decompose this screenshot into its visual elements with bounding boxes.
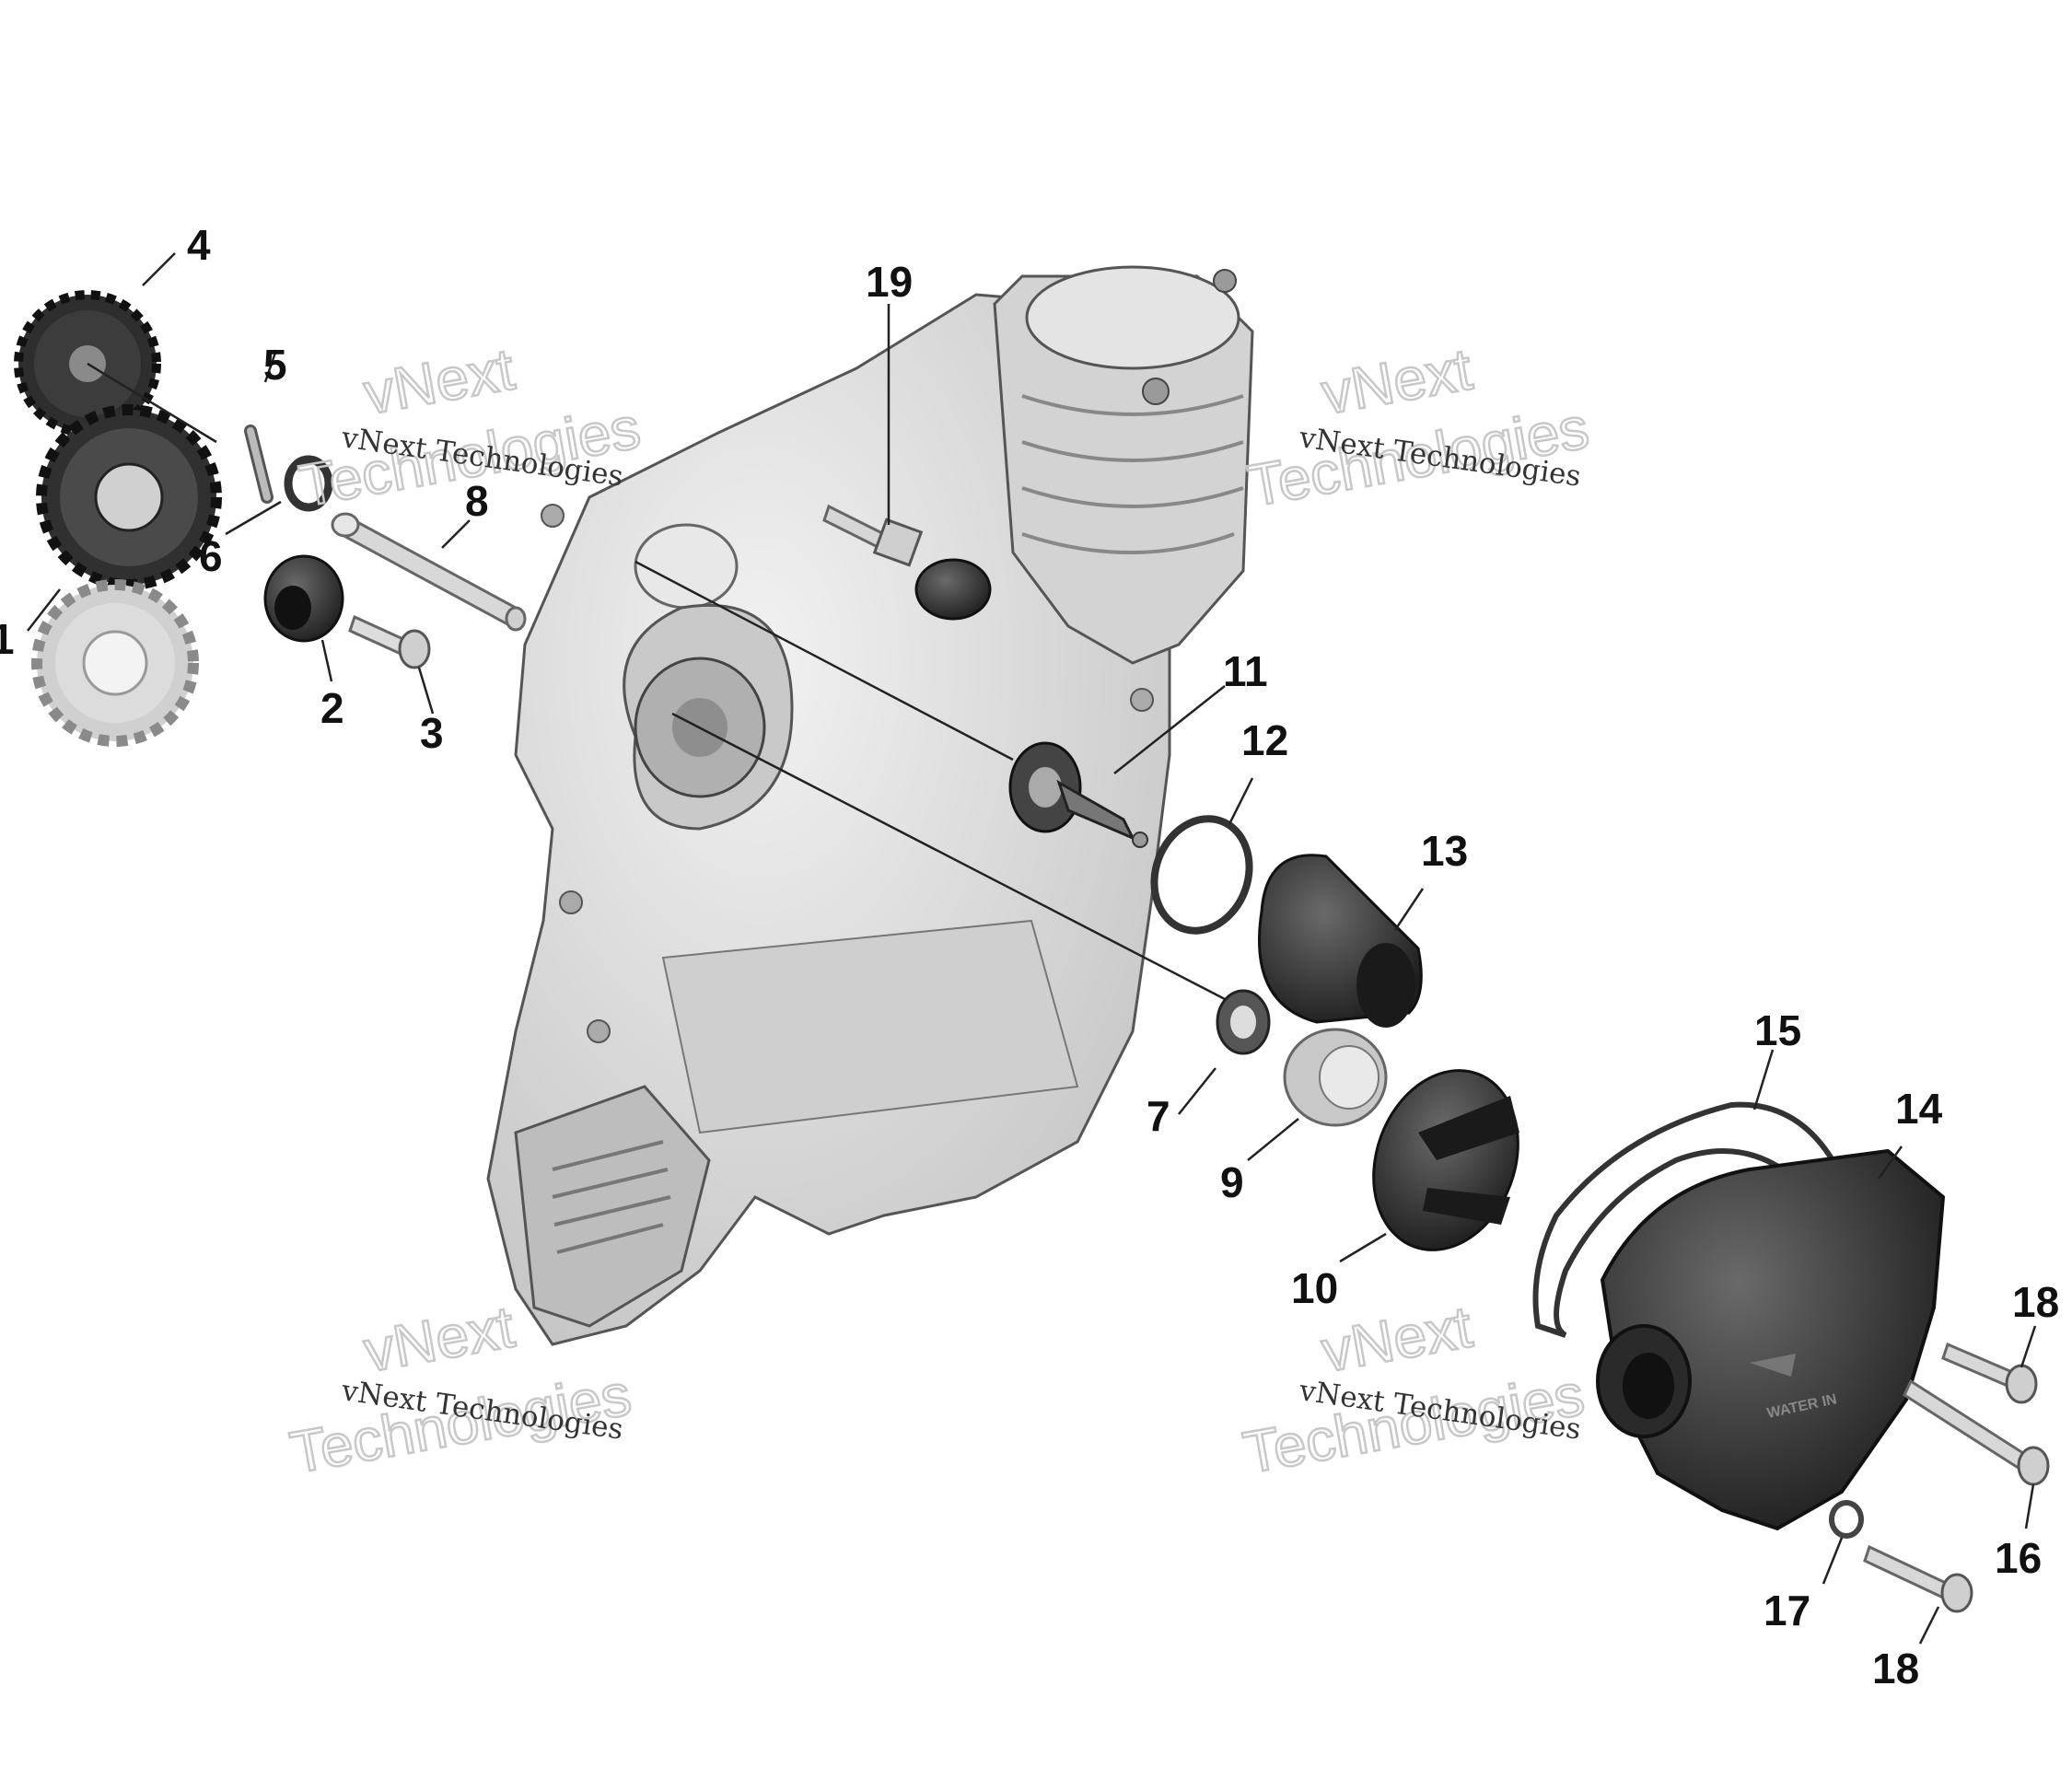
callout-5: 5 <box>263 341 287 389</box>
callout-15: 15 <box>1754 1006 1801 1054</box>
callout-2: 2 <box>320 684 344 732</box>
water-outlet-13 <box>1258 854 1423 1028</box>
callout-13: 13 <box>1421 827 1468 875</box>
pump-housing-14: WATER IN <box>1596 1148 1946 1531</box>
callout-7: 7 <box>1147 1092 1170 1140</box>
callout-9: 9 <box>1220 1158 1244 1206</box>
bushing-2 <box>263 554 344 643</box>
callout-17: 17 <box>1764 1587 1810 1634</box>
callout-12: 12 <box>1241 716 1288 764</box>
engine-cover <box>486 293 1171 1346</box>
bolt-3 <box>348 614 431 669</box>
svg-text:vNext: vNext <box>359 335 519 426</box>
bolt-18-top <box>1941 1342 2038 1404</box>
callout-4: 4 <box>187 221 211 269</box>
callout-3: 3 <box>420 709 444 757</box>
svg-text:vNext: vNext <box>1317 1293 1477 1384</box>
callout-16: 16 <box>1995 1534 2042 1582</box>
impeller-10 <box>1372 1069 1519 1251</box>
seal-9 <box>1283 1028 1388 1127</box>
callout-18-bottom: 18 <box>1872 1645 1919 1692</box>
washer-6 <box>284 455 333 512</box>
callout-6: 6 <box>199 532 223 580</box>
gear-1-rear <box>31 579 199 747</box>
callout-14: 14 <box>1895 1085 1943 1133</box>
svg-text:vNext: vNext <box>359 1293 519 1384</box>
callout-18-top: 18 <box>2012 1278 2059 1326</box>
gasket-15 <box>1532 1101 1836 1338</box>
seal-ring-7 <box>1216 989 1271 1055</box>
callout-1: 1 <box>0 615 15 663</box>
shaft-8 <box>331 512 527 632</box>
cover-upper-block <box>993 265 1254 665</box>
callout-10: 10 <box>1291 1264 1338 1312</box>
thermostat-11 <box>1008 741 1148 848</box>
gear-1 <box>36 404 222 590</box>
callouts: 1 2 3 4 5 6 7 8 9 10 11 12 13 14 15 16 1… <box>0 221 2059 1692</box>
sensor-19 <box>822 504 992 621</box>
o-ring-12 <box>1150 815 1253 935</box>
pin-5 <box>244 424 274 504</box>
leader-lines <box>27 252 2037 1645</box>
bolt-18-bottom <box>1863 1544 1973 1613</box>
watermark-top-right: vNext Technologies vNext Technologies <box>1242 334 1595 520</box>
callout-8: 8 <box>465 477 489 525</box>
washer-17 <box>1829 1500 1864 1539</box>
svg-text:vNext: vNext <box>1317 335 1477 426</box>
callout-19: 19 <box>866 258 913 306</box>
callout-11: 11 <box>1223 647 1268 695</box>
